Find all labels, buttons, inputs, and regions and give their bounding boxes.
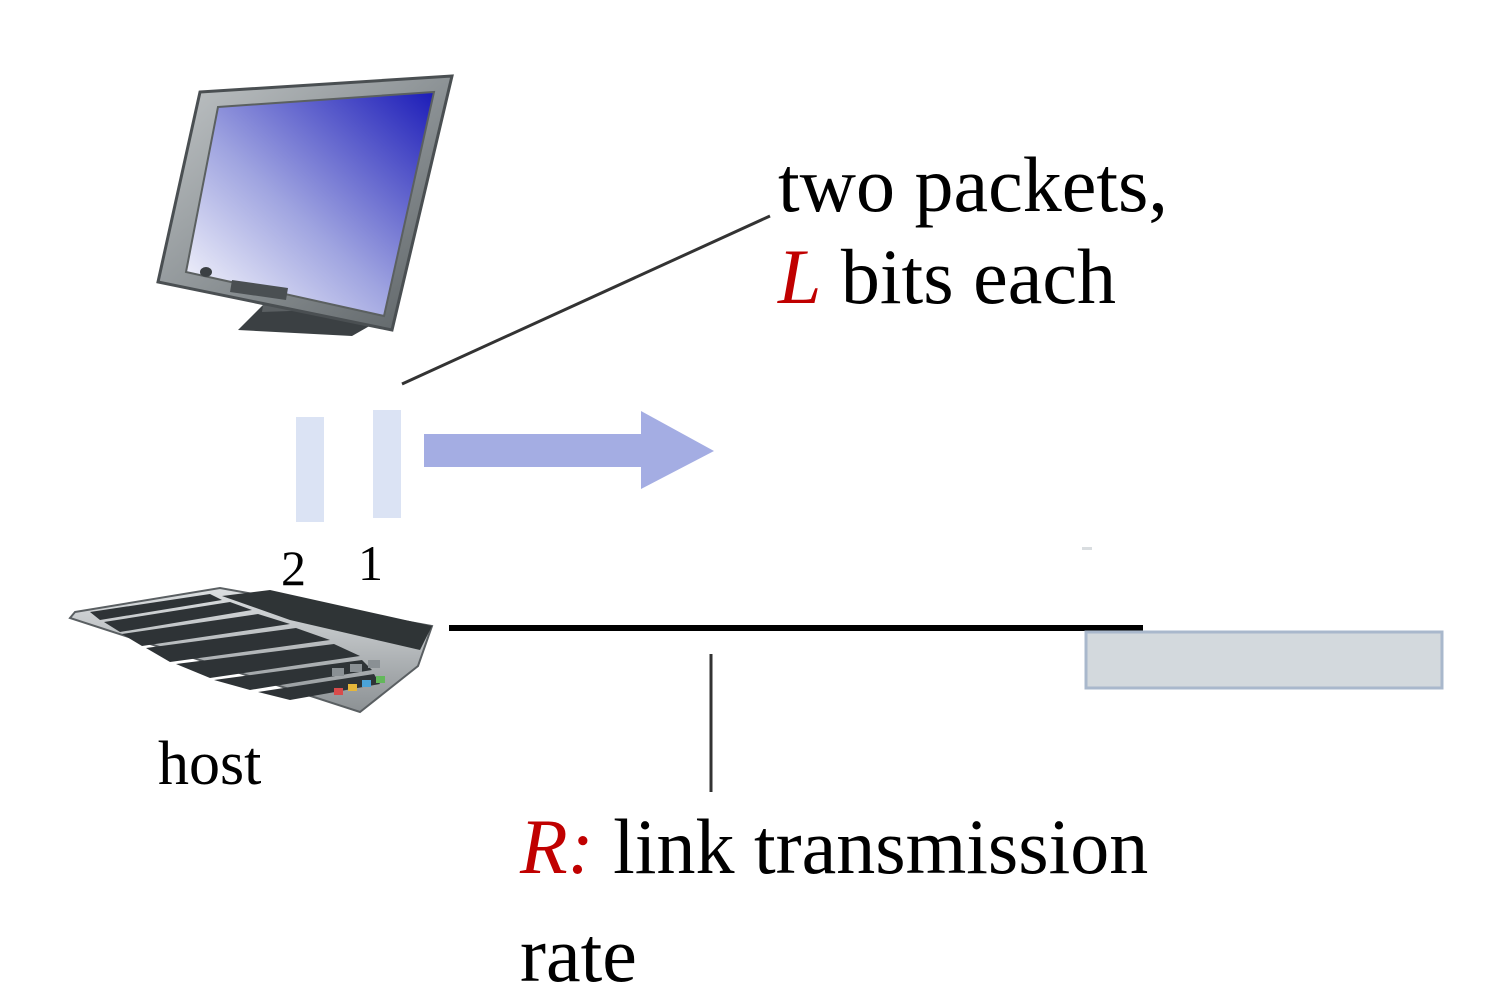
monitor-icon <box>156 74 454 336</box>
rate-label-line1: R: link transmission <box>520 803 1148 890</box>
arrow-right-icon <box>424 411 714 489</box>
rate-label-line2: rate <box>520 911 637 998</box>
packet-number-1: 1 <box>358 535 383 591</box>
keyboard-icon <box>68 586 434 714</box>
rate-variable: R: <box>520 803 594 890</box>
packet-1 <box>373 410 401 518</box>
packet-2 <box>296 417 324 522</box>
packets-pointer-line <box>401 214 771 386</box>
packets-label-line1: two packets, <box>778 141 1168 228</box>
rate-label-line1-text: link transmission <box>593 803 1149 890</box>
packet-length-variable: L <box>778 233 822 320</box>
packets-label-line2-text: bits each <box>821 233 1116 320</box>
packet-number-2: 2 <box>281 540 306 596</box>
host-label: host <box>158 730 262 798</box>
stray-mark <box>1082 547 1092 550</box>
packets-label-line2: L bits each <box>778 238 1168 316</box>
router-box <box>1084 630 1444 690</box>
rate-label: R: link transmission rate <box>520 808 1148 994</box>
packets-label: two packets, L bits each <box>778 146 1168 316</box>
